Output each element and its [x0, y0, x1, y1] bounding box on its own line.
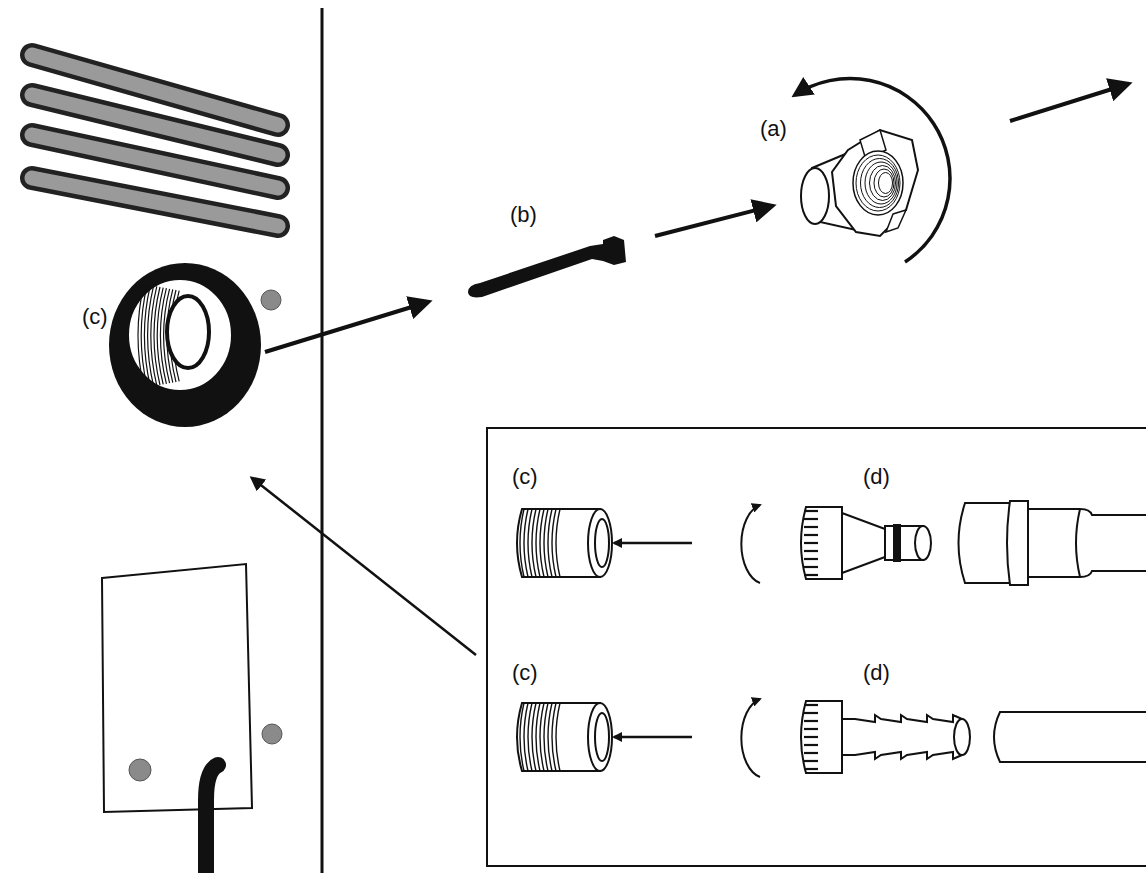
- rotation-arrow: [795, 79, 950, 262]
- nipple-bore: [595, 713, 609, 761]
- step-arrow: [265, 302, 428, 352]
- thread-line: [879, 173, 893, 194]
- thread-line: [870, 166, 896, 201]
- screw-head: [262, 724, 282, 744]
- step-arrow: [655, 206, 772, 236]
- knurled-nut: [801, 507, 842, 579]
- hose-coupler-ring: [1007, 501, 1028, 585]
- stem-face: [915, 526, 931, 560]
- outlet-bore: [167, 296, 209, 368]
- knurl-line: [804, 744, 818, 746]
- knurl-line: [804, 566, 818, 568]
- knurl-line: [804, 752, 818, 754]
- callout-label: (c): [512, 466, 538, 488]
- knurl-line: [804, 518, 818, 520]
- thread-line: [874, 169, 894, 197]
- screw-head: [129, 759, 151, 781]
- nipple-bore: [595, 519, 609, 567]
- quick-connector-cone: [842, 513, 885, 573]
- access-panel: [102, 564, 252, 812]
- hose-coupler: [959, 503, 1011, 583]
- hose-coupler-body: [1028, 509, 1146, 577]
- cap-back: [801, 168, 829, 224]
- thread-line: [865, 162, 897, 204]
- callout-label: (b): [510, 204, 537, 226]
- thread-line: [556, 703, 560, 771]
- inset-frame: [487, 428, 1146, 866]
- cap-face: [832, 130, 918, 236]
- knurl-line: [804, 510, 818, 512]
- outlet-fitting: [109, 263, 261, 427]
- hose-connector-row: [517, 699, 1146, 777]
- turn-arrow: [741, 505, 760, 583]
- knurl-line: [804, 736, 818, 738]
- knurl-line: [804, 720, 818, 722]
- leader-arrow: [252, 478, 476, 655]
- barbed-stem: [842, 715, 962, 759]
- knurl-line: [804, 712, 818, 714]
- hose: [994, 712, 1146, 762]
- callout-label: (c): [82, 306, 108, 328]
- knurl-line: [804, 574, 818, 576]
- knurled-nut: [801, 701, 842, 773]
- knurl-line: [804, 728, 818, 730]
- nipple-face: [588, 509, 612, 577]
- vent-slots: [32, 55, 278, 226]
- thread-line: [861, 159, 899, 208]
- turn-arrow: [741, 699, 760, 777]
- hose-connector-row: [517, 501, 1146, 585]
- cap-hole: [853, 151, 903, 215]
- outlet-thread-body: [128, 279, 232, 391]
- vent-slot-fill: [32, 178, 278, 226]
- callout-label: (d): [863, 466, 890, 488]
- housing-edge: [321, 8, 324, 873]
- step-arrow: [1010, 84, 1128, 121]
- callout-label: (a): [760, 118, 787, 140]
- thread-line: [856, 155, 900, 211]
- push-arrow: [614, 736, 692, 739]
- knurl-line: [804, 768, 818, 770]
- cap-notch: [886, 210, 906, 232]
- knurl-line: [804, 704, 818, 706]
- cap-threads: [856, 155, 900, 211]
- hose-coupler-step: [1076, 509, 1080, 577]
- nipple-face: [588, 703, 612, 771]
- push-arrow: [614, 542, 692, 545]
- vent-slot: [32, 178, 278, 226]
- callout-label: (c): [512, 662, 538, 684]
- power-cable: [206, 765, 218, 873]
- drain-nozzle: [468, 236, 626, 297]
- knurl-line: [804, 534, 818, 536]
- callout-label: (d): [863, 662, 890, 684]
- screw-head: [261, 290, 281, 310]
- knurl-line: [804, 542, 818, 544]
- outlet-seal: [109, 263, 261, 427]
- knurl-line: [804, 550, 818, 552]
- drain-cap: [801, 130, 918, 236]
- knurl-line: [804, 526, 818, 528]
- stem-face: [954, 719, 970, 755]
- knurl-line: [804, 558, 818, 560]
- thread-line: [556, 509, 560, 577]
- o-ring: [893, 524, 901, 562]
- knurl-line: [804, 760, 818, 762]
